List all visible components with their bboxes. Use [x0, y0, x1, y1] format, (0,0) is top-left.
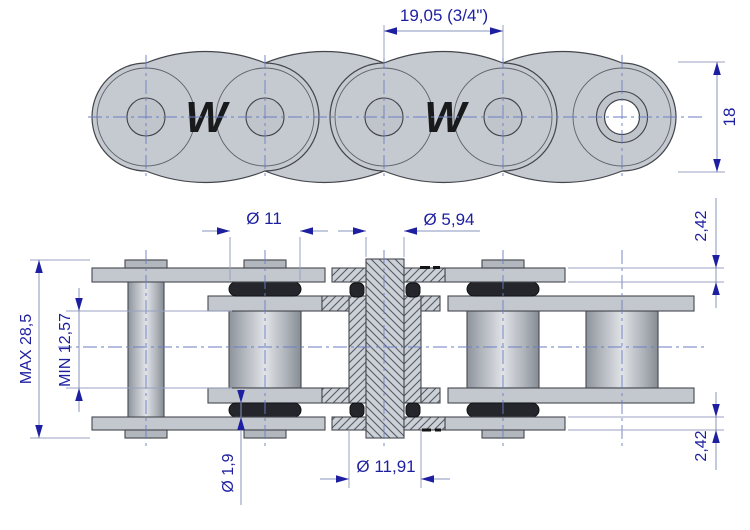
bushing-section: [348, 295, 367, 404]
dim-oring-cross-section: Ø 1,9: [220, 388, 245, 505]
outer-plate-section: [403, 416, 446, 431]
dim-inner-width-min: MIN 12,57: [57, 288, 232, 412]
arrowhead: [237, 417, 245, 430]
pin-section: [365, 258, 405, 439]
section-view: MAX 28,5 MIN 12,57 Ø 11: [18, 198, 724, 505]
inner-plate: [447, 387, 695, 404]
o-ring-section: [405, 402, 421, 418]
outer-plate: [444, 267, 566, 283]
o-ring-section: [349, 282, 365, 298]
arrowhead: [35, 260, 43, 273]
inner-plate-section: [321, 387, 350, 404]
arrowhead: [712, 282, 720, 295]
arrowhead: [713, 159, 721, 172]
arrowhead: [404, 227, 417, 235]
arrowhead: [421, 475, 434, 483]
dim-overall-width-max: MAX 28,5: [18, 259, 90, 439]
dim-max-label: MAX 28,5: [18, 314, 35, 384]
arrowhead: [336, 475, 349, 483]
arrowhead: [300, 227, 313, 235]
arrowhead: [713, 62, 721, 75]
dim-oring-outer-dia: Ø 11: [202, 209, 328, 280]
arrowhead: [35, 425, 43, 438]
inner-plate-section: [420, 295, 441, 312]
dim-plate-height: 18: [678, 61, 739, 173]
dim-d19-label: Ø 1,9: [220, 453, 237, 492]
dim-pin-dia: Ø 5,94: [338, 210, 480, 257]
inner-plate: [447, 295, 695, 312]
dim-plate-height-label: 18: [720, 108, 739, 127]
dim-plate-thickness-bottom: 2,42: [568, 392, 724, 470]
outer-plate: [444, 416, 566, 431]
brand-logo: W: [185, 93, 230, 142]
dim-pitch-label: 19,05 (3/4"): [400, 6, 488, 25]
dim-plate-thickness-top: 2,42: [568, 198, 724, 308]
inner-plate-section: [420, 387, 441, 404]
dim-min-label: MIN 12,57: [57, 313, 74, 387]
arrowhead: [217, 227, 230, 235]
o-ring-section: [405, 282, 421, 298]
arrowhead: [237, 390, 245, 403]
arrowhead: [712, 404, 720, 417]
brand-logo: W: [424, 93, 469, 142]
dim-pin-dia-label: Ø 5,94: [423, 210, 474, 229]
o-ring-edge-mark: [433, 266, 440, 269]
dim-242-top-label: 2,42: [693, 210, 710, 241]
o-ring-section: [349, 402, 365, 418]
dim-roller-dia: Ø 11,91: [320, 431, 450, 488]
sectioned-link: [321, 258, 446, 439]
top-view: W W 19,05 (3/4") 18: [88, 6, 739, 184]
centerlines: [88, 55, 703, 180]
centerlines: [58, 250, 706, 448]
outer-plate-section: [331, 267, 367, 283]
o-ring-edge-mark: [435, 428, 441, 432]
dim-roller-dia-label: Ø 11,91: [356, 457, 415, 476]
dim-d11-label: Ø 11: [246, 209, 282, 228]
outer-plate-section: [403, 267, 446, 283]
arrowhead: [75, 298, 83, 311]
outer-plate-section: [331, 416, 367, 431]
arrowhead: [75, 388, 83, 401]
arrowhead: [384, 27, 397, 35]
dim-242-bottom-label: 2,42: [693, 430, 710, 461]
outer-plate: [91, 267, 326, 283]
o-ring-edge-mark: [422, 428, 431, 432]
arrowhead: [712, 255, 720, 268]
arrowhead: [353, 227, 366, 235]
dim-pitch: 19,05 (3/4"): [383, 6, 504, 58]
inner-plate-section: [321, 295, 350, 312]
o-ring-edge-mark: [420, 266, 430, 269]
arrowhead: [712, 430, 720, 443]
bushing-section: [403, 295, 422, 404]
arrowhead: [490, 27, 503, 35]
outer-plate: [91, 416, 326, 431]
